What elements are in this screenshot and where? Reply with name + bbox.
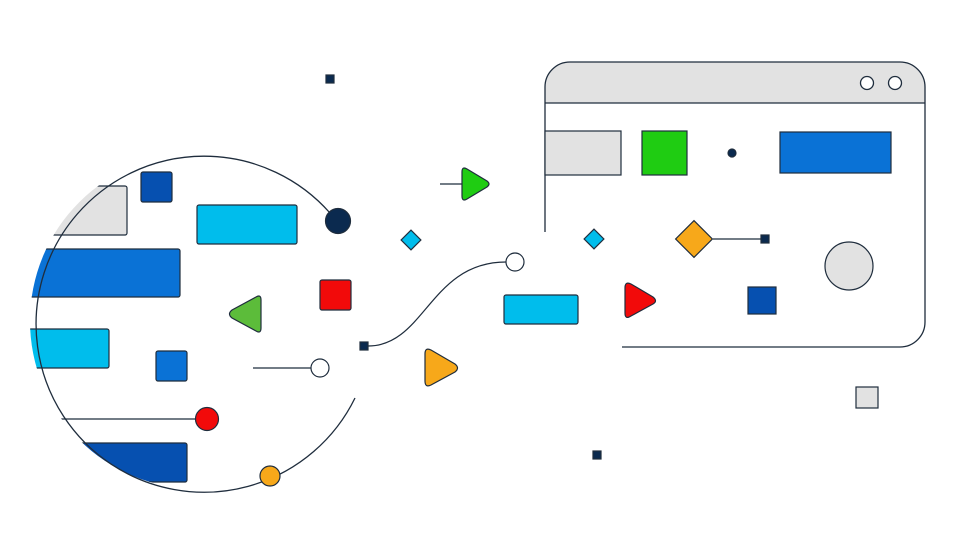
navy-node-icon xyxy=(324,207,352,235)
green-triangle-left xyxy=(228,295,262,333)
dark-blue-bar xyxy=(30,442,188,483)
dark-blue-square xyxy=(140,171,173,203)
window-frame xyxy=(544,61,926,348)
small-square xyxy=(760,234,770,244)
browser-window xyxy=(544,61,926,348)
gray-bar xyxy=(30,185,128,236)
dot xyxy=(727,148,737,158)
gray-block xyxy=(544,130,622,176)
curved-connector xyxy=(367,261,507,347)
cyan-bar-top xyxy=(196,204,298,245)
small-square xyxy=(359,341,369,351)
cyan-diamond xyxy=(400,229,422,251)
blue-bar xyxy=(30,248,181,298)
green-triangle-right xyxy=(461,167,490,201)
gray-circle xyxy=(824,241,874,291)
window-title-bar xyxy=(545,62,925,103)
small-square xyxy=(592,450,602,460)
window-button-icon[interactable] xyxy=(859,75,875,91)
green-square xyxy=(641,130,688,176)
open-node-icon xyxy=(310,358,330,378)
circle-cluster xyxy=(30,185,196,483)
open-node-icon xyxy=(505,252,525,272)
red-triangle xyxy=(624,282,657,319)
gray-square xyxy=(855,386,879,409)
red-square xyxy=(319,279,352,311)
red-node-icon xyxy=(194,406,220,432)
cyan-diamond xyxy=(583,228,605,250)
blue-block xyxy=(779,131,892,174)
dark-blue-square xyxy=(747,286,777,315)
small-square xyxy=(325,74,335,84)
cyan-bar xyxy=(30,328,110,369)
blue-square xyxy=(155,350,188,382)
window-button-icon[interactable] xyxy=(887,75,903,91)
orange-triangle xyxy=(424,348,459,387)
circle-outline xyxy=(35,155,356,493)
orange-diamond xyxy=(674,219,714,259)
cyan-bar-center xyxy=(503,294,579,325)
orange-node-icon xyxy=(259,465,281,487)
